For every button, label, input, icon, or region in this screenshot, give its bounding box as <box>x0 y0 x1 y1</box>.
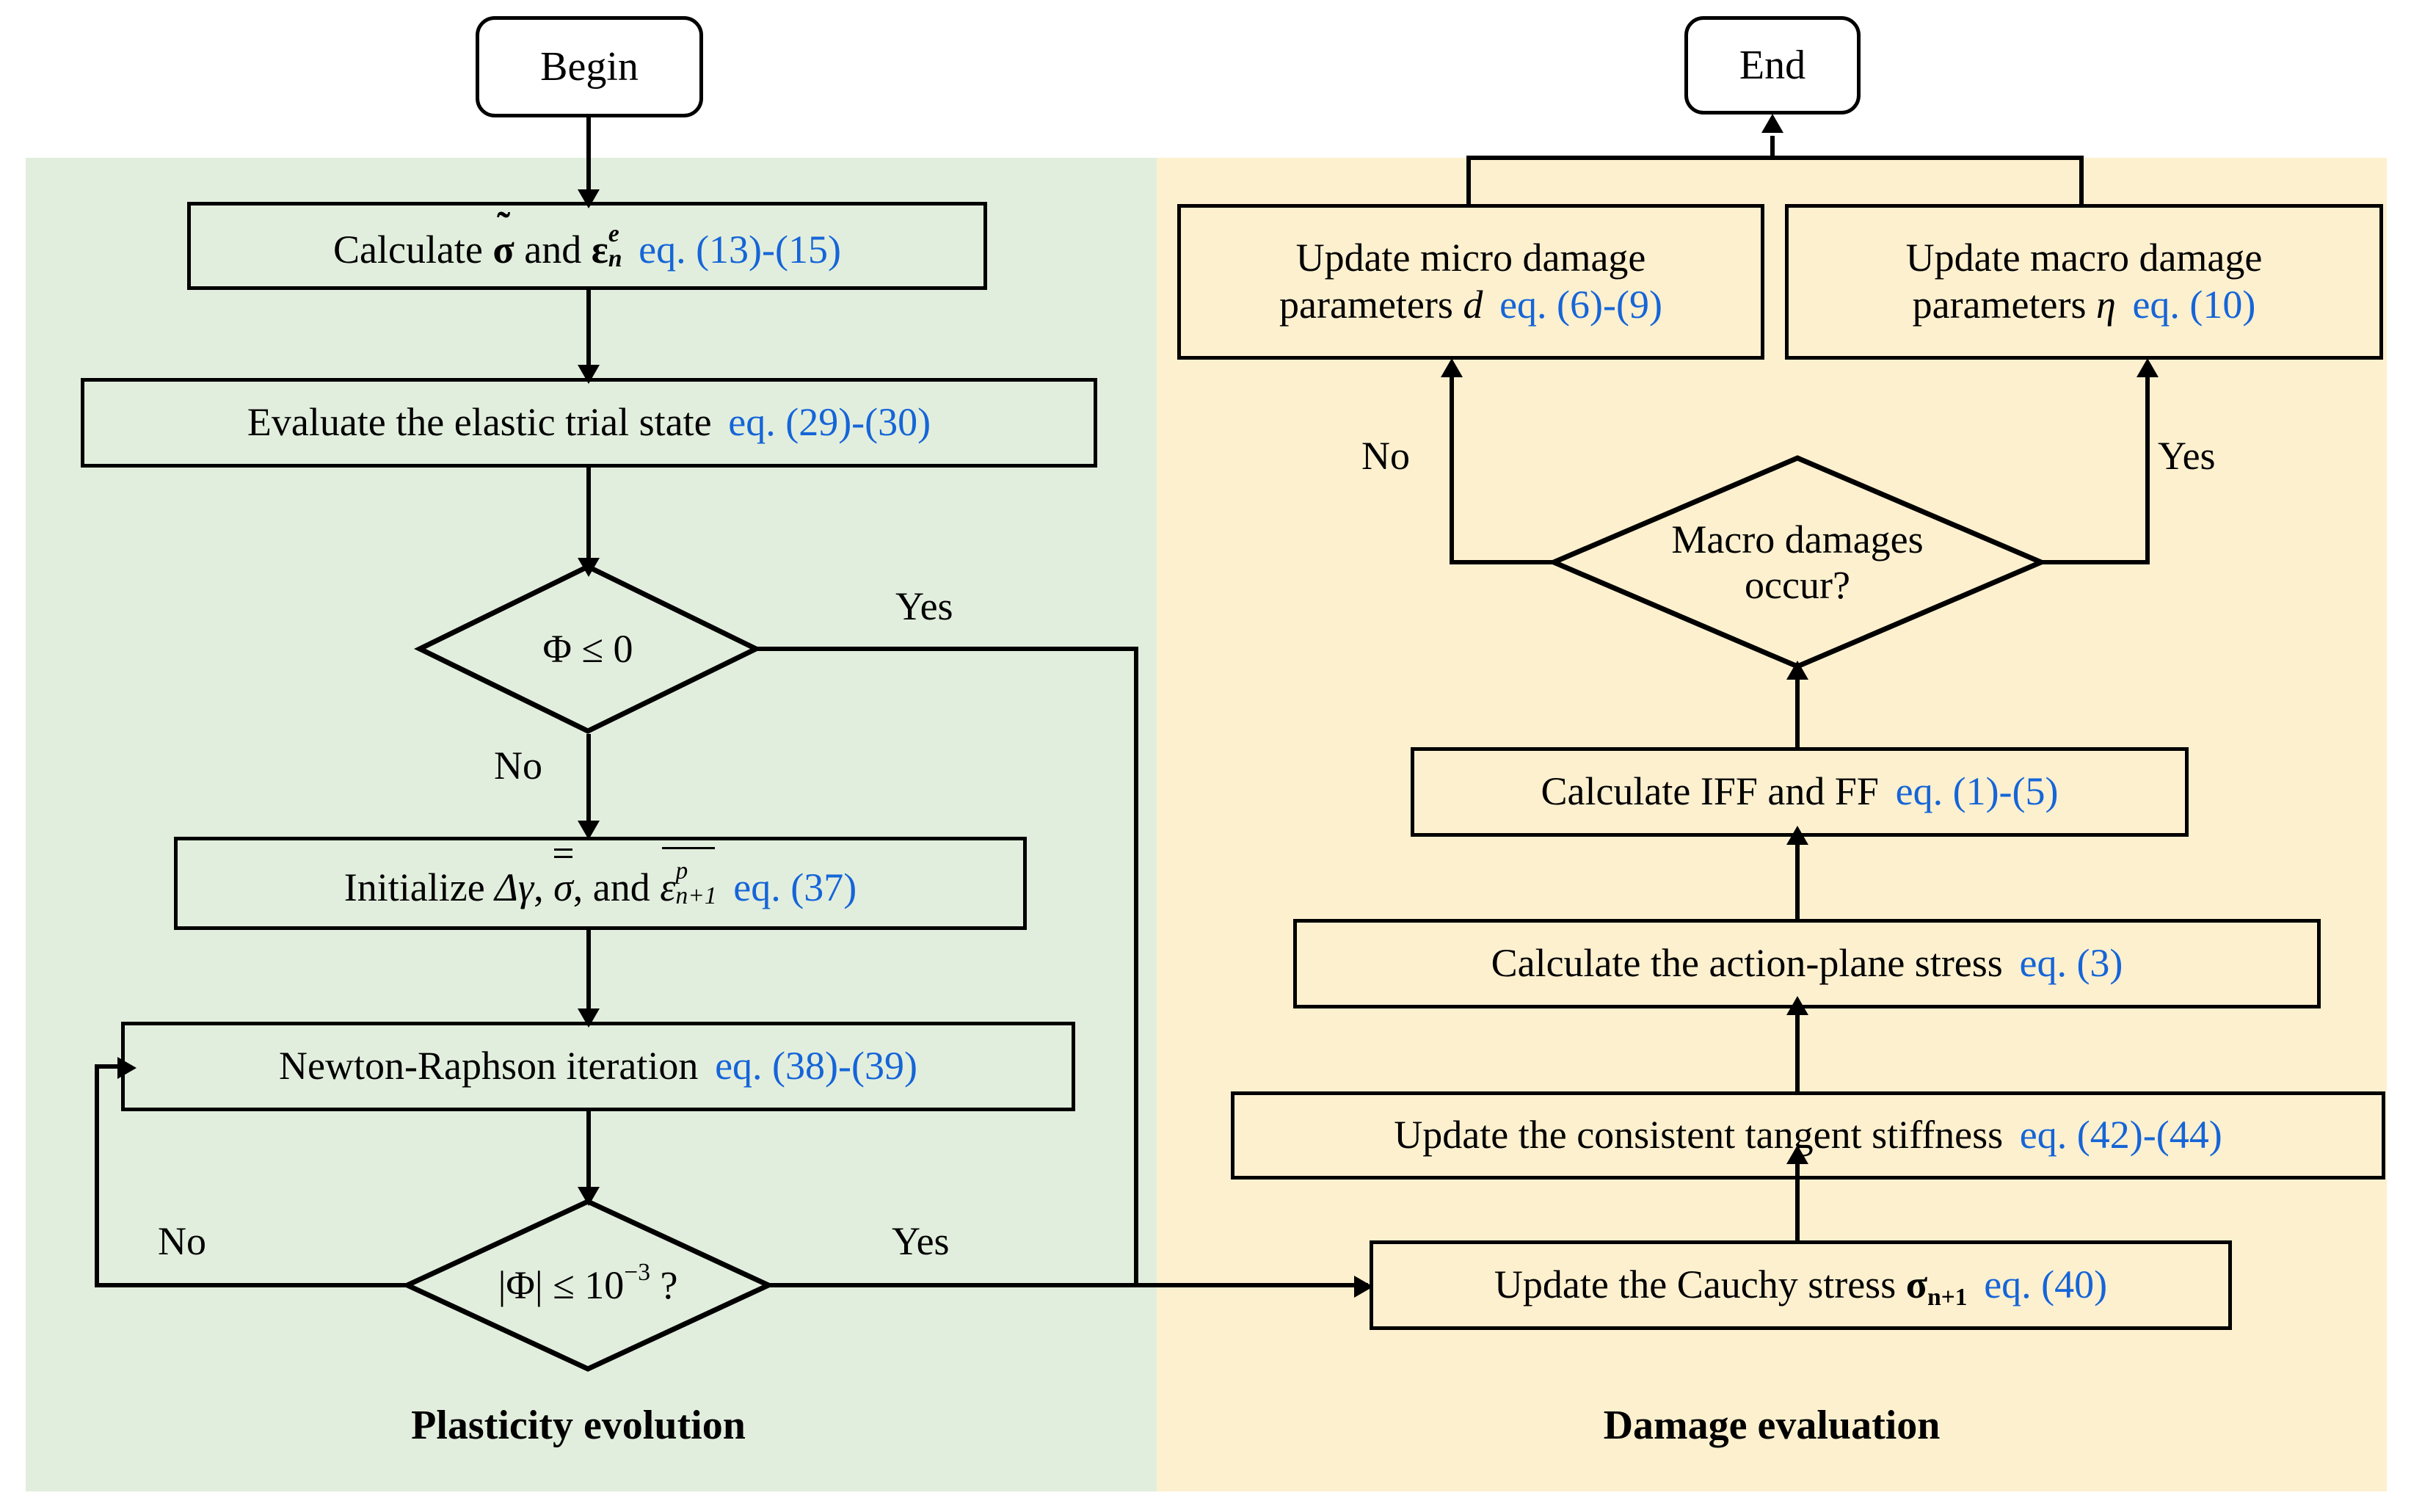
macro-damage-eta-symbol: η <box>2095 283 2116 327</box>
caption-plasticity-evolution: Plasticity evolution <box>411 1403 746 1448</box>
connector-tangent-to-action-plane <box>1795 1003 1800 1093</box>
connector-macro-to-merge <box>2079 156 2084 207</box>
arrowhead-tolerance-no-return <box>117 1057 137 1079</box>
eq-ref-37: eq. (37) <box>733 865 857 909</box>
edge-label-macro-no: No <box>1361 434 1410 478</box>
arrowhead-merge-to-end <box>1761 114 1783 133</box>
connector-iff-to-macro-decision <box>1795 668 1800 750</box>
eq-ref-6-9: eq. (6)-(9) <box>1499 283 1662 327</box>
connector-micro-to-merge <box>1466 156 1471 207</box>
micro-damage-d-symbol: d <box>1463 283 1483 327</box>
edge-label-tolerance-no: No <box>158 1219 206 1263</box>
edge-label-tolerance-yes: Yes <box>892 1219 950 1263</box>
eq-ref-29-30: eq. (29)-(30) <box>728 400 931 445</box>
connector-macro-no-horizontal <box>1450 560 1556 564</box>
node-begin[interactable]: Begin <box>476 16 703 117</box>
connector-merge-to-end <box>1770 136 1775 160</box>
eq-ref-38-39: eq. (38)-(39) <box>715 1044 917 1088</box>
connector-begin-to-calculate <box>586 117 591 195</box>
sigma-double-bar-symbol: σ <box>553 848 573 912</box>
eq-ref-40: eq. (40) <box>1984 1262 2108 1307</box>
caption-damage-evaluation: Damage evaluation <box>1603 1403 1941 1448</box>
eq-ref-1-5: eq. (1)-(5) <box>1895 769 2059 814</box>
node-decision-phi-le-zero[interactable]: Φ ≤ 0 <box>414 564 762 734</box>
node-decision-macro-damages[interactable]: Macro damages occur? <box>1547 455 2048 669</box>
edge-label-phi-no: No <box>494 744 542 788</box>
connector-tolerance-no-return <box>95 1064 127 1069</box>
eq-ref-42-44: eq. (42)-(44) <box>2019 1113 2222 1157</box>
delta-gamma-symbol: Δγ <box>495 865 534 909</box>
connector-action-plane-to-iff <box>1795 833 1800 921</box>
connector-initialize-to-newton <box>586 930 591 1014</box>
connector-phi-no-vertical <box>586 734 591 828</box>
connector-phi-yes-vertical <box>1134 647 1138 1283</box>
connector-tolerance-no-horizontal <box>95 1283 409 1287</box>
edge-label-macro-yes: Yes <box>2158 434 2216 478</box>
sigma-n1-symbol: σn+1 <box>1905 1262 1968 1312</box>
arrowhead-cauchy-to-tangent <box>1786 1145 1808 1164</box>
connector-macro-no-vertical <box>1450 367 1454 562</box>
connector-macro-yes-horizontal <box>2040 560 2150 564</box>
connector-newton-to-tolerance <box>586 1111 591 1193</box>
eq-ref-3: eq. (3) <box>2019 941 2123 986</box>
eq-ref-13-15: eq. (13)-(15) <box>639 228 841 272</box>
arrowhead-macro-no <box>1441 358 1463 377</box>
arrowhead-phi-no <box>578 821 600 840</box>
panel-damage-evaluation <box>1157 158 2387 1491</box>
arrowhead-macro-yes <box>2137 358 2159 377</box>
node-end[interactable]: End <box>1684 16 1861 115</box>
connector-tolerance-yes-horizontal <box>767 1283 1368 1287</box>
connector-phi-yes-horizontal <box>756 647 1138 651</box>
connector-tolerance-no-vertical <box>95 1064 99 1287</box>
connector-merge-bar <box>1466 156 2084 160</box>
node-decision-tolerance[interactable]: |Φ| ≤ 10−3 ? <box>401 1199 775 1372</box>
eq-ref-10: eq. (10) <box>2132 283 2256 327</box>
connector-evaluate-to-phi <box>586 468 591 565</box>
node-end-label: End <box>1739 42 1806 88</box>
connector-macro-yes-vertical <box>2145 367 2150 562</box>
edge-label-phi-yes: Yes <box>895 584 953 628</box>
connector-calculate-to-evaluate <box>586 290 591 371</box>
node-begin-label: Begin <box>540 43 639 90</box>
connector-cauchy-to-tangent <box>1795 1152 1800 1242</box>
sigma-tilde-symbol: ˜σ <box>492 203 514 272</box>
